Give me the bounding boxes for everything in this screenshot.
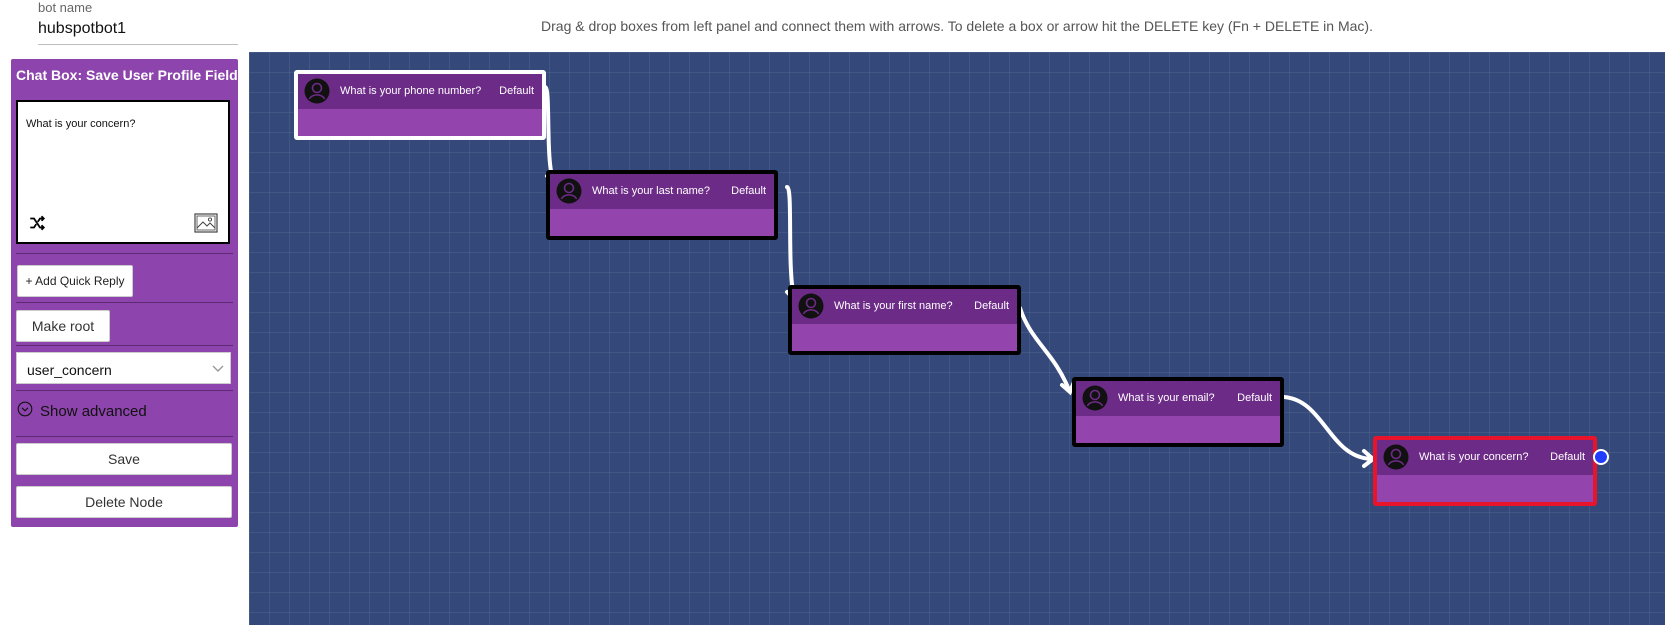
save-button[interactable]: Save xyxy=(16,443,232,475)
connection-arrow xyxy=(1282,395,1373,461)
user-avatar-icon xyxy=(798,293,824,319)
node-title: What is your phone number? xyxy=(340,85,482,97)
profile-field-value: user_concern xyxy=(27,362,112,378)
node-header: What is your phone number? Default xyxy=(298,74,542,109)
output-connector-handle[interactable] xyxy=(1593,449,1609,465)
message-editor[interactable]: What is your concern? xyxy=(16,100,230,244)
connection-arrow xyxy=(785,185,796,299)
panel-title: Chat Box: Save User Profile Field xyxy=(16,67,238,83)
panel-divider xyxy=(16,345,233,346)
flow-node[interactable]: What is your first name? Default xyxy=(788,285,1021,355)
make-root-button[interactable]: Make root xyxy=(16,310,110,342)
node-title: What is your email? xyxy=(1118,392,1215,404)
node-body xyxy=(1377,475,1593,502)
panel-divider xyxy=(16,436,233,437)
user-avatar-icon xyxy=(1383,444,1409,470)
node-badge: Default xyxy=(1550,451,1585,463)
connection-arrow-head xyxy=(1362,449,1377,468)
flow-node[interactable]: What is your phone number? Default xyxy=(294,70,546,140)
node-badge: Default xyxy=(974,300,1009,312)
connection-arrow xyxy=(543,85,556,184)
panel-divider xyxy=(16,253,233,254)
delete-node-button[interactable]: Delete Node xyxy=(16,486,232,518)
node-badge: Default xyxy=(731,185,766,197)
node-title: What is your first name? xyxy=(834,300,953,312)
profile-field-select[interactable]: user_concern xyxy=(16,352,231,384)
node-badge: Default xyxy=(1237,392,1272,404)
node-header: What is your first name? Default xyxy=(792,289,1017,324)
node-header: What is your concern? Default xyxy=(1377,440,1593,475)
panel-divider xyxy=(16,302,233,303)
user-avatar-icon xyxy=(556,178,582,204)
node-editor-panel: Chat Box: Save User Profile Field What i… xyxy=(11,59,238,527)
bot-name-section: bot name xyxy=(38,0,238,45)
image-icon[interactable] xyxy=(194,212,218,234)
show-advanced-label: Show advanced xyxy=(40,403,147,420)
message-text[interactable]: What is your concern? xyxy=(26,118,136,130)
node-title: What is your last name? xyxy=(592,185,710,197)
instructions-text: Drag & drop boxes from left panel and co… xyxy=(541,18,1373,34)
node-body xyxy=(298,109,542,136)
bot-name-input[interactable] xyxy=(38,20,238,45)
node-title: What is your concern? xyxy=(1419,451,1529,463)
chevron-down-icon xyxy=(212,365,224,372)
node-body xyxy=(792,324,1017,351)
node-body xyxy=(1076,416,1280,443)
node-header: What is your last name? Default xyxy=(550,174,774,209)
connection-arrow xyxy=(1018,306,1071,392)
flow-node[interactable]: What is your last name? Default xyxy=(546,170,778,240)
user-avatar-icon xyxy=(304,78,330,104)
chevron-circle-down-icon xyxy=(17,401,33,417)
panel-divider xyxy=(16,390,233,391)
bot-name-label: bot name xyxy=(38,0,93,15)
node-body xyxy=(550,209,774,236)
flow-node[interactable]: What is your email? Default xyxy=(1072,377,1284,447)
add-quick-reply-button[interactable]: + Add Quick Reply xyxy=(17,265,133,297)
user-avatar-icon xyxy=(1082,385,1108,411)
node-header: What is your email? Default xyxy=(1076,381,1280,416)
node-badge: Default xyxy=(499,85,534,97)
shuffle-icon[interactable] xyxy=(28,214,46,232)
flow-node-selected[interactable]: What is your concern? Default xyxy=(1373,436,1597,506)
flow-canvas[interactable]: What is your phone number? Default What … xyxy=(249,52,1665,625)
